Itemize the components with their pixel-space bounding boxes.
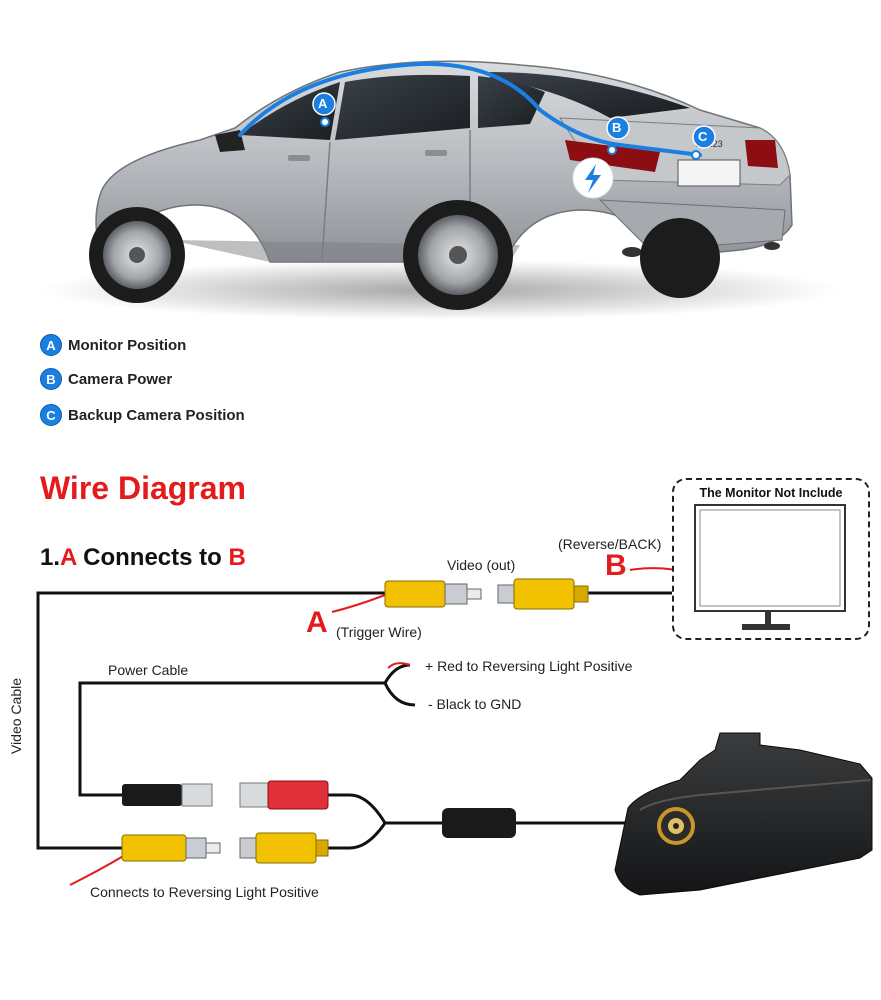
- legend-item-b: B Camera Power: [40, 368, 172, 390]
- power-cable-label: Power Cable: [108, 662, 189, 678]
- route-line: [238, 61, 702, 157]
- monitor-not-included-box: The Monitor Not Include: [672, 478, 870, 640]
- legend-badge-a: A: [40, 334, 62, 356]
- video-out-label: Video (out): [447, 557, 516, 573]
- car-marker-c: C: [698, 129, 708, 144]
- rca-reversing-connector: [121, 834, 221, 862]
- legend-label-a: Monitor Position: [68, 336, 187, 354]
- legend-badge-b: B: [40, 368, 62, 390]
- subtitle-b: B: [228, 544, 246, 571]
- camera-handle: [614, 732, 873, 896]
- diagram-subtitle: 1.A Connects to B: [40, 544, 246, 572]
- video-cable-label: Video Cable: [8, 677, 25, 755]
- subtitle-a: A: [60, 544, 77, 571]
- rca-camera-connector: [239, 832, 329, 864]
- subtitle-prefix: 1.: [40, 544, 61, 571]
- car-marker-a: A: [318, 96, 328, 111]
- trigger-wire-label: (Trigger Wire): [336, 624, 422, 640]
- letter-a: A: [306, 606, 328, 639]
- subtitle-mid: Connects to: [76, 544, 229, 571]
- dc-power-socket: [239, 780, 329, 810]
- black-gnd-label: - Black to GND: [428, 696, 522, 712]
- letter-b: B: [605, 549, 627, 582]
- rca-trigger-connector: [384, 580, 482, 608]
- legend-item-c: C Backup Camera Position: [40, 404, 245, 426]
- reverse-back-label: (Reverse/BACK): [558, 536, 662, 552]
- legend-label-b: Camera Power: [68, 370, 173, 388]
- legend-item-a: A Monitor Position: [40, 334, 186, 356]
- legend-label-c: Backup Camera Position: [68, 406, 245, 424]
- rca-video-out-connector: [497, 578, 589, 610]
- legend-badge-c: C: [40, 404, 62, 426]
- reversing-positive-label: Connects to Reversing Light Positive: [90, 884, 319, 900]
- dc-power-plug: [122, 783, 213, 807]
- red-positive-label: + Red to Reversing Light Positive: [425, 658, 633, 674]
- car-marker-b: B: [612, 120, 622, 135]
- cable-module: [442, 808, 516, 838]
- diagram-title: Wire Diagram: [40, 470, 246, 506]
- monitor-label: The Monitor Not Include: [699, 486, 843, 500]
